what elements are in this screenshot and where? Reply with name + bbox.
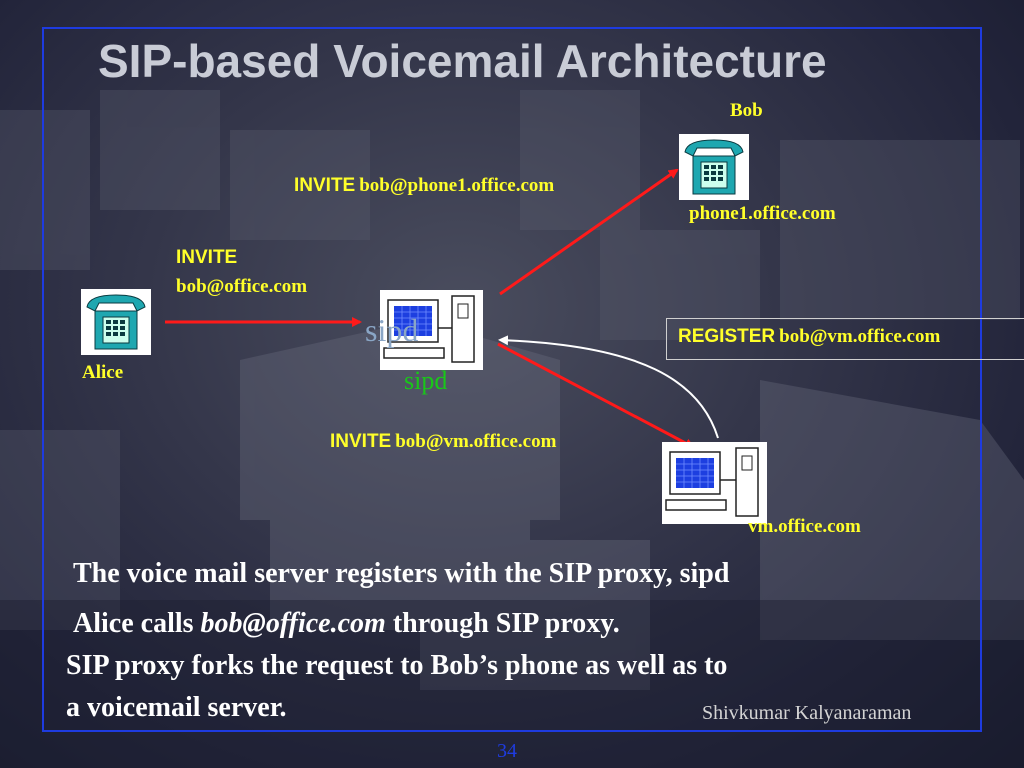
caption-line-2: Alice calls bob@office.com through SIP p… <box>73 608 620 640</box>
caption-line-1: The voice mail server registers with the… <box>73 558 730 589</box>
caption-line-2-post: through SIP proxy. <box>385 608 620 639</box>
voicemail-server-icon[interactable] <box>662 442 767 524</box>
proxy-computer-icon[interactable] <box>380 290 483 370</box>
register-method: REGISTER <box>678 326 776 347</box>
caption-line-2-pre: Alice calls <box>73 608 201 639</box>
caption-line-2-uri: bob@office.com <box>200 608 386 639</box>
arrow-proxy-to-phone <box>499 168 679 296</box>
register-uri: bob@vm.office.com <box>779 326 941 347</box>
slide-title: SIP-based Voicemail Architecture <box>98 35 827 87</box>
invite-vm-method: INVITE <box>330 431 392 452</box>
arrow-proxy-to-vm <box>497 342 695 449</box>
bob-label: Bob <box>730 100 763 121</box>
invite-alice-uri: bob@office.com <box>176 276 308 297</box>
invite-alice-label: INVITE bob@office.com <box>176 243 307 301</box>
page-number: 34 <box>497 740 517 762</box>
arrow-register-vm-to-proxy <box>498 335 719 439</box>
alice-label: Alice <box>82 362 124 383</box>
author-footer: Shivkumar Kalyanaraman <box>702 702 912 724</box>
caption-line-3: SIP proxy forks the request to Bob’s pho… <box>66 650 728 681</box>
invite-alice-method: INVITE <box>176 247 238 268</box>
register-label-box: REGISTER bob@vm.office.com <box>666 318 1024 360</box>
invite-phone-label: INVITE bob@phone1.office.com <box>294 175 554 197</box>
invite-phone-method: INVITE <box>294 175 356 196</box>
bob-host-label: phone1.office.com <box>689 203 836 224</box>
invite-vm-uri: bob@vm.office.com <box>395 431 557 452</box>
proxy-overlay-label: sipd <box>365 312 419 348</box>
alice-phone-icon[interactable] <box>81 289 151 355</box>
bob-phone-icon[interactable] <box>679 134 749 200</box>
caption-line-4: a voicemail server. <box>66 692 287 723</box>
slide-frame <box>42 27 982 732</box>
invite-phone-uri: bob@phone1.office.com <box>359 175 555 196</box>
voicemail-host-label: vm.office.com <box>748 516 861 537</box>
invite-vm-label: INVITE bob@vm.office.com <box>330 431 556 453</box>
proxy-label: sipd <box>404 366 448 395</box>
